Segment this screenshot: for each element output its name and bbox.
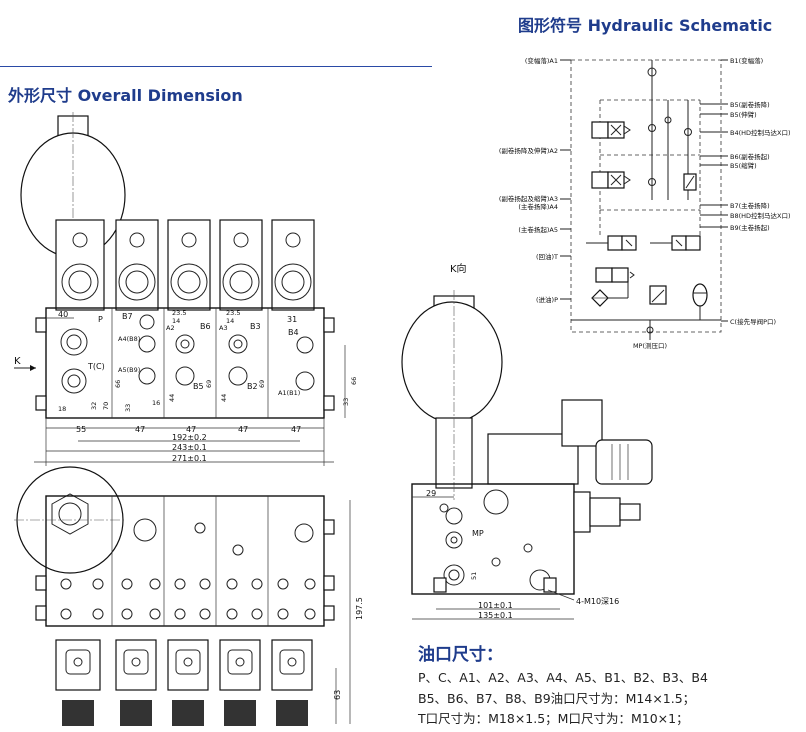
k-arrow-label: K — [14, 356, 21, 367]
dim-14-a: 14 — [172, 317, 180, 325]
dim-14-b: 14 — [226, 317, 234, 325]
label-b4: B4 — [288, 328, 299, 337]
dim-101: 101±0.1 — [478, 601, 513, 610]
front-view: K P T(C) B7 B6 B3 B4 B5 B2 A4(B8) A5(B9)… — [14, 112, 358, 466]
label-b7: B7 — [122, 312, 133, 321]
label-a4-b8: A4(B8) — [118, 335, 140, 343]
valve-block-bottom — [45, 495, 325, 627]
label-a1-b1: A1(B1) — [278, 389, 300, 397]
schematic-port-p: (进油)P — [536, 295, 558, 304]
label-p: P — [98, 315, 103, 324]
label-b3: B3 — [250, 322, 261, 331]
dim-243: 243±0.1 — [172, 443, 207, 452]
schematic-title: 图形符号 Hydraulic Schematic — [518, 16, 773, 35]
ports-line-3: T口尺寸为：M18×1.5；M口尺寸为：M10×1； — [418, 711, 689, 726]
label-b5: B5 — [193, 382, 204, 391]
label-a5-b9: A5(B9) — [118, 366, 140, 374]
schematic-port-b8: B8(HD控制马达X口) — [730, 211, 791, 220]
mp-label: MP — [472, 529, 484, 538]
schematic-port-b6: B6(副卷扬起) — [730, 152, 770, 161]
overall-dimension-title: 外形尺寸 Overall Dimension — [8, 86, 243, 105]
dim-16: 16 — [152, 399, 160, 407]
ports-line-2: B5、B6、B7、B8、B9油口尺寸为：M14×1.5； — [418, 691, 696, 706]
dim-44-b: 44 — [220, 394, 228, 402]
dim-135: 135±0.1 — [478, 611, 513, 620]
dim-18: 18 — [58, 405, 66, 413]
dim-66-b: 66 — [350, 377, 358, 385]
dim-63: 63 — [333, 690, 342, 700]
dim-33-a: 33 — [124, 404, 132, 412]
dim-69-a: 69 — [205, 380, 213, 388]
label-b6: B6 — [200, 322, 211, 331]
label-a3: A3 — [219, 324, 228, 332]
dim-44-a: 44 — [168, 394, 176, 402]
k-view-title: K向 — [450, 262, 467, 275]
schematic-port-b4: B4(HD控制马达X口) — [730, 128, 791, 137]
label-t-c: T(C) — [87, 362, 105, 371]
k-view-block — [411, 483, 575, 595]
bottom-view: 197.5 63 — [14, 466, 364, 726]
dim-31: 31 — [287, 315, 297, 324]
schematic-port-b9: B9(主卷扬起) — [730, 223, 770, 232]
schematic-port-a5: (主卷扬起)A5 — [518, 225, 558, 234]
label-a2: A2 — [166, 324, 175, 332]
schematic-port-b5-b: B5(伸臂) — [730, 110, 757, 119]
k-view: K向 MP 29 51 101±0.1 135±0.1 — [401, 262, 653, 620]
dim-197-5: 197.5 — [355, 597, 364, 620]
schematic-port-mp: MP(测压口) — [633, 342, 667, 350]
hydraulic-schematic: (变幅落)A1 (副卷扬降及伸臂)A2 (副卷扬起及缩臂)A3 (主卷扬降)A4… — [499, 56, 791, 350]
dim-271: 271±0.1 — [172, 454, 207, 463]
schematic-port-a3: (副卷扬起及缩臂)A3 — [499, 194, 558, 203]
dim-29: 29 — [426, 489, 436, 498]
schematic-port-a1: (变幅落)A1 — [525, 56, 558, 65]
schematic-port-t: (回油)T — [536, 252, 558, 261]
schematic-port-b7: B7(主卷扬降) — [730, 201, 770, 210]
ports-title: 油口尺寸： — [418, 645, 503, 665]
thread-note: 4-M10深16 — [576, 597, 619, 606]
dim-47-b: 47 — [186, 425, 196, 434]
header-rule — [0, 66, 432, 67]
dim-69-b: 69 — [258, 380, 266, 388]
dim-192: 192±0.2 — [172, 433, 207, 442]
dim-32: 32 — [90, 402, 98, 410]
schematic-port-b5-a: B5(副卷扬降) — [730, 100, 770, 109]
label-b2: B2 — [247, 382, 258, 391]
dim-47-c: 47 — [238, 425, 248, 434]
dim-23-5-a: 23.5 — [172, 309, 186, 317]
schematic-boundary — [570, 59, 722, 333]
schematic-port-b1: B1(变幅落) — [730, 56, 763, 65]
dim-47-d: 47 — [291, 425, 301, 434]
dim-33-b: 33 — [342, 398, 350, 406]
dim-23-5-b: 23.5 — [226, 309, 240, 317]
schematic-port-a4: (主卷扬降)A4 — [518, 202, 558, 211]
dim-66-a: 66 — [114, 380, 122, 388]
dim-70: 70 — [102, 402, 110, 410]
schematic-port-a2: (副卷扬降及伸臂)A2 — [499, 146, 558, 155]
schematic-port-c: C(接先导阀P口) — [730, 317, 776, 326]
dim-47-a: 47 — [135, 425, 145, 434]
dim-40: 40 — [58, 310, 68, 319]
valve-block — [45, 307, 325, 419]
ports-line-1: P、C、A1、A2、A3、A4、A5、B1、B2、B3、B4 — [418, 670, 708, 685]
dim-55: 55 — [76, 425, 86, 434]
dim-51: 51 — [470, 572, 478, 580]
schematic-port-b5-c: B5(缩臂) — [730, 161, 757, 170]
